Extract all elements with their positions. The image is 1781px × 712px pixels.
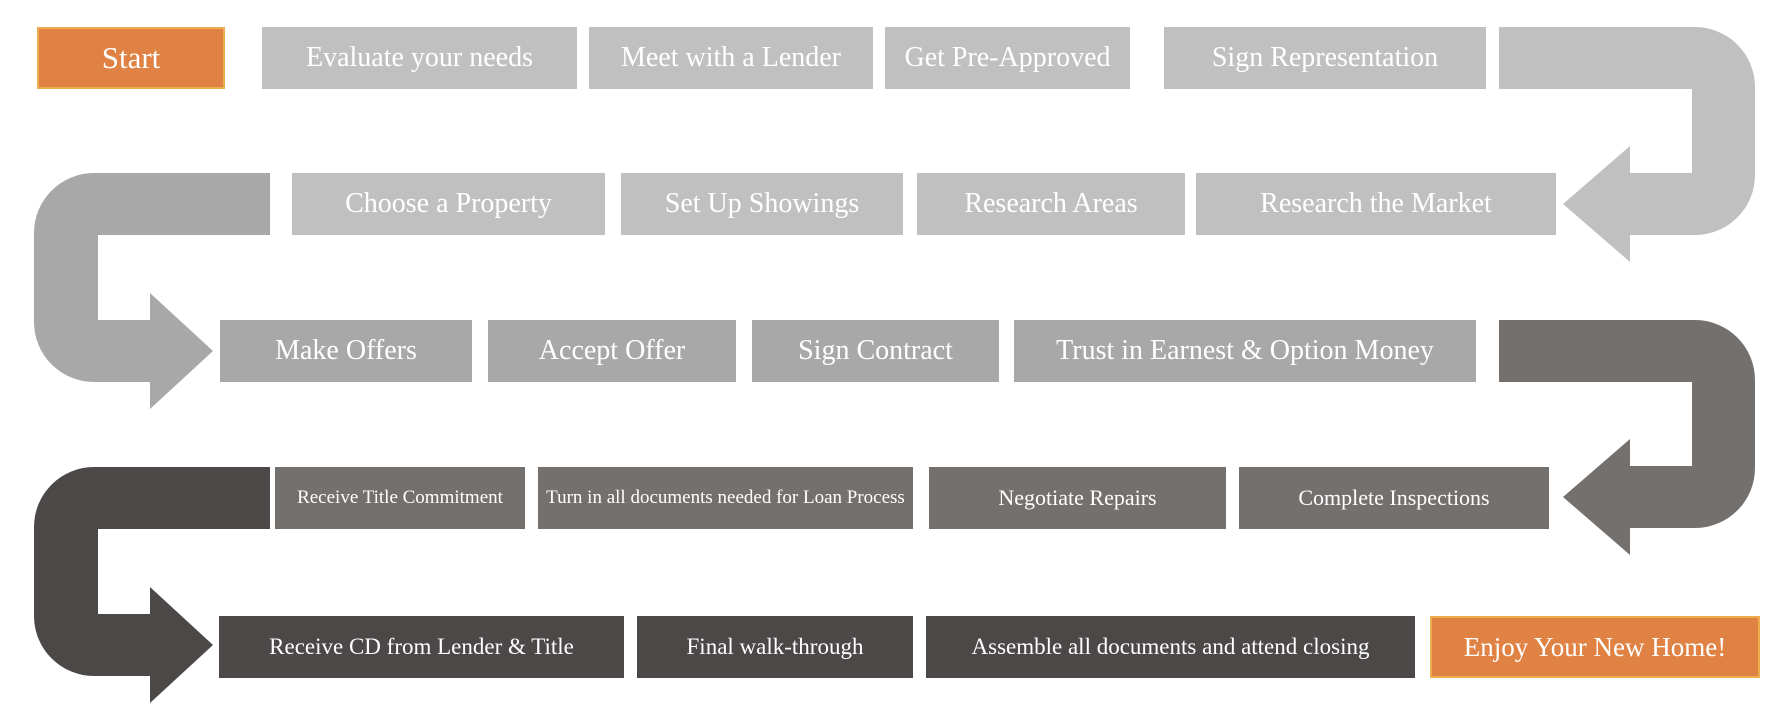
step-accept-offer: Accept Offer (488, 320, 736, 382)
step-complete-inspections: Complete Inspections (1239, 467, 1549, 529)
step-trust-in-earnest-and-option-money: Trust in Earnest & Option Money (1014, 320, 1476, 382)
step-receive-cd-from-lender-and-title: Receive CD from Lender & Title (219, 616, 624, 678)
step-receive-title-commitment: Receive Title Commitment (275, 467, 525, 529)
step-choose-a-property: Choose a Property (292, 173, 605, 235)
step-get-pre-approved: Get Pre-Approved (885, 27, 1130, 89)
step-sign-contract: Sign Contract (752, 320, 999, 382)
arrow-row2-to-row3-icon (34, 173, 270, 409)
arrow-row4-to-row5-icon (34, 467, 270, 703)
step-negotiate-repairs: Negotiate Repairs (929, 467, 1226, 529)
step-sign-representation: Sign Representation (1164, 27, 1486, 89)
step-set-up-showings: Set Up Showings (621, 173, 903, 235)
arrow-row3-to-row4-icon (1499, 320, 1755, 555)
step-research-areas: Research Areas (917, 173, 1185, 235)
step-make-offers: Make Offers (220, 320, 472, 382)
arrow-row1-to-row2-icon (1499, 27, 1755, 262)
step-research-the-market: Research the Market (1196, 173, 1556, 235)
step-start: Start (37, 27, 225, 89)
step-final-walk-through: Final walk-through (637, 616, 913, 678)
step-meet-with-a-lender: Meet with a Lender (589, 27, 873, 89)
step-enjoy-your-new-home: Enjoy Your New Home! (1430, 616, 1760, 678)
step-turn-in-all-documents: Turn in all documents needed for Loan Pr… (538, 467, 913, 529)
step-assemble-documents-attend-closing: Assemble all documents and attend closin… (926, 616, 1415, 678)
step-evaluate-your-needs: Evaluate your needs (262, 27, 577, 89)
